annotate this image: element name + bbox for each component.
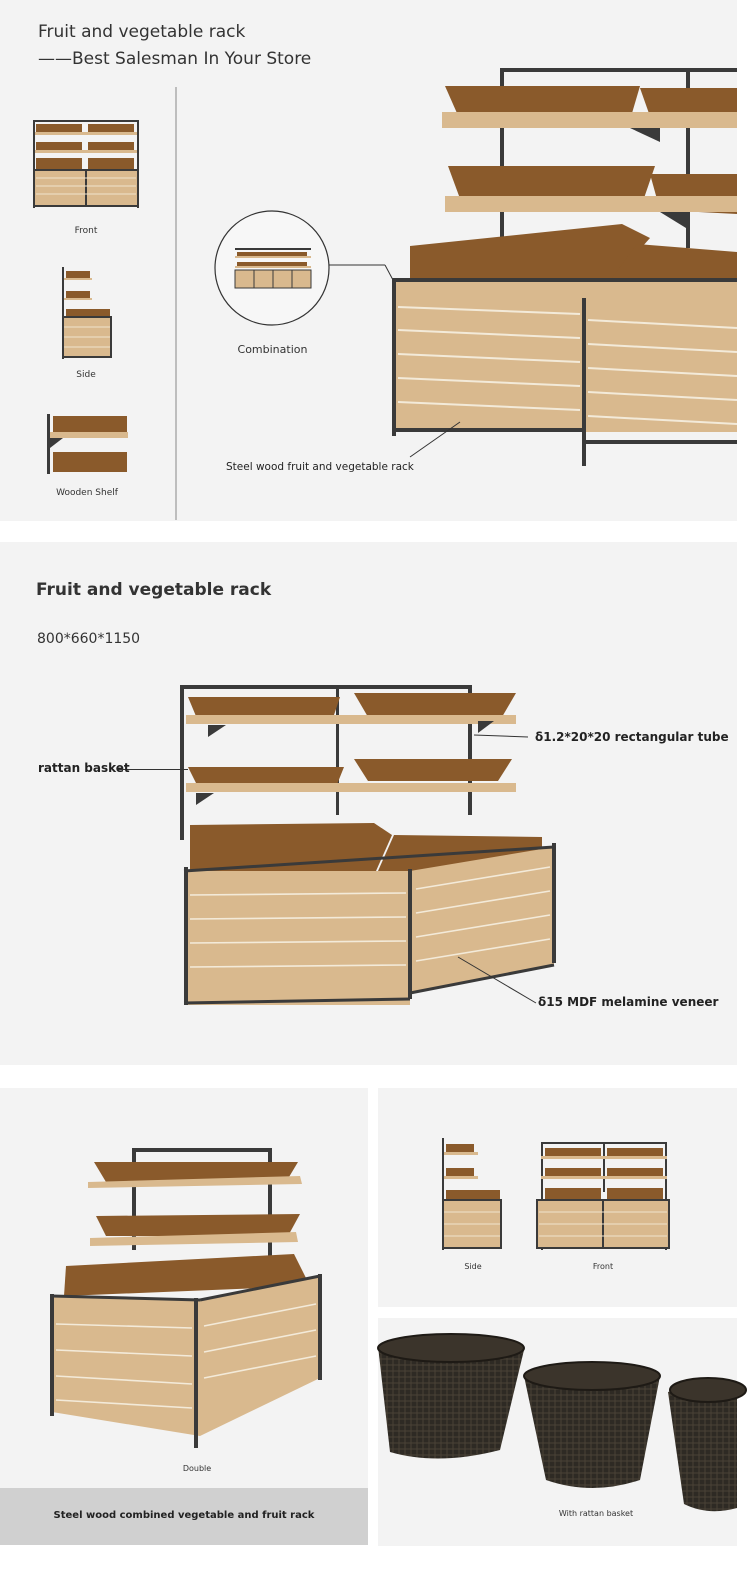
section-1-panel: Fruit and vegetable rack ——Best Salesman… xyxy=(0,0,738,521)
double-rack-panel: Double xyxy=(0,1088,368,1488)
combination-circle xyxy=(214,210,394,326)
section-divider xyxy=(175,87,177,520)
main-rack-image xyxy=(392,68,738,466)
combination-label: Combination xyxy=(237,343,308,356)
basket-label: rattan basket xyxy=(38,761,130,775)
section-1-subtitle: ——Best Salesman In Your Store xyxy=(38,49,312,69)
side-view-image xyxy=(442,1138,502,1250)
banner: Steel wood combined vegetable and fruit … xyxy=(0,1488,368,1545)
banner-text: Steel wood combined vegetable and fruit … xyxy=(53,1510,315,1521)
side-view-label: Side xyxy=(464,1262,482,1271)
double-label: Double xyxy=(182,1464,212,1473)
front-view-label: Front xyxy=(592,1262,614,1271)
section-1-title: Fruit and vegetable rack xyxy=(38,22,246,42)
tube-label: δ1.2*20*20 rectangular tube xyxy=(535,730,729,744)
main-rack-caption: Steel wood fruit and vegetable rack xyxy=(226,461,414,473)
section-2-title: Fruit and vegetable rack xyxy=(36,580,272,600)
front-label: Front xyxy=(74,226,98,236)
basket-leader-line xyxy=(118,769,188,770)
wooden-shelf-thumbnail xyxy=(47,414,128,474)
rattan-basket-panel: With rattan basket xyxy=(377,1318,747,1546)
double-rack-image xyxy=(50,1148,322,1448)
section-2-panel: Fruit and vegetable rack 800*660*1150 xyxy=(0,542,737,1065)
rattan-basket-caption: With rattan basket xyxy=(558,1509,634,1518)
front-view-image xyxy=(536,1142,670,1250)
side-label: Side xyxy=(76,370,96,380)
side-front-panel: Side Front xyxy=(378,1088,737,1307)
dimensions-text: 800*660*1150 xyxy=(37,631,141,647)
side-thumbnail xyxy=(62,267,112,359)
rattan-baskets-image xyxy=(377,1333,747,1512)
front-thumbnail xyxy=(33,120,139,208)
wooden-shelf-label: Wooden Shelf xyxy=(56,488,118,498)
rack-diagram xyxy=(180,685,556,1005)
veneer-label: δ15 MDF melamine veneer xyxy=(538,995,719,1009)
